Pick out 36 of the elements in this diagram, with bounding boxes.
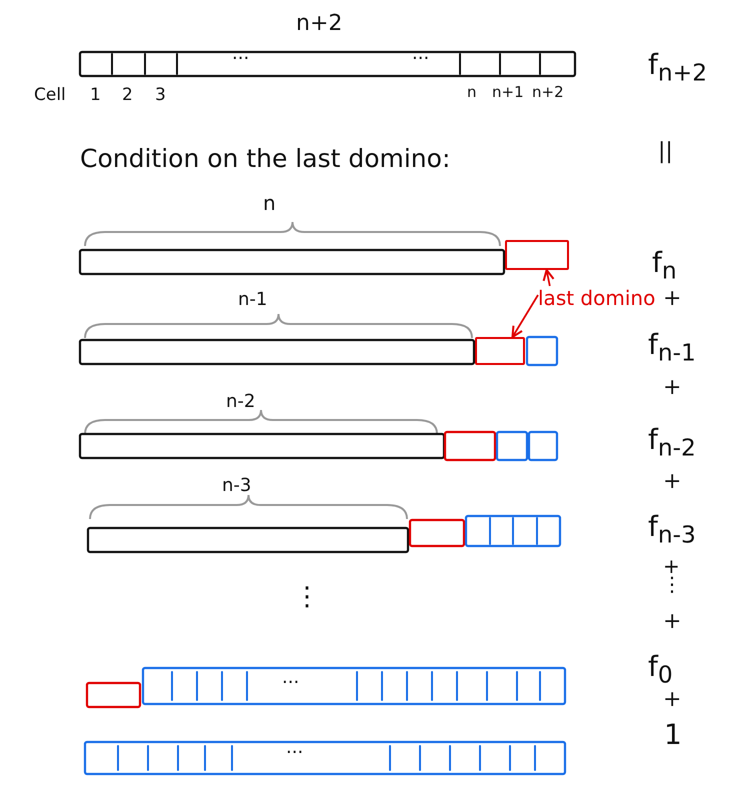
plus-sign: + xyxy=(663,610,682,634)
term-label: f$_{n-3}$ xyxy=(648,512,696,548)
ellipsis: ... xyxy=(412,44,430,64)
brace-label: n xyxy=(263,192,276,214)
domino-box xyxy=(475,337,525,365)
vertical-ellipsis: ⋮ xyxy=(294,583,320,612)
domino-box xyxy=(505,240,569,270)
ellipsis: ... xyxy=(232,44,250,64)
leader-arrow xyxy=(542,269,555,286)
cell-number: n+1 xyxy=(492,84,524,100)
cell-number: n+2 xyxy=(532,84,564,100)
length-label: n+2 xyxy=(296,12,342,36)
term-label: f$_{n+2}$ xyxy=(648,50,708,86)
number-label: 1 xyxy=(664,720,682,751)
plus-sign: + xyxy=(663,376,682,400)
term-label: f$_{n-2}$ xyxy=(648,425,696,462)
equals-sign: || xyxy=(658,140,673,164)
cell-number: 2 xyxy=(122,86,133,105)
brace-label: n-3 xyxy=(222,476,252,496)
cell-number: 3 xyxy=(155,86,166,105)
plus-sign: + xyxy=(663,470,682,494)
plus-sign: + xyxy=(663,688,682,712)
leader-arrow xyxy=(512,294,539,338)
callout-text: last domino xyxy=(538,286,656,316)
term-label: f$_{n}$ xyxy=(652,248,677,284)
row-label: Cell xyxy=(34,86,66,105)
ellipsis: ... xyxy=(286,738,304,758)
heading: Condition on the last domino: xyxy=(80,145,450,172)
brace-label: n-1 xyxy=(238,290,268,310)
brace-label: n-2 xyxy=(226,392,256,412)
cell-number: 1 xyxy=(90,86,101,105)
term-label: f$_{0}$ xyxy=(648,652,673,688)
ellipsis: ... xyxy=(282,668,300,688)
cell-number: n xyxy=(467,84,477,100)
plus-sign: + xyxy=(663,287,682,312)
term-label: f$_{n-1}$ xyxy=(648,330,696,366)
